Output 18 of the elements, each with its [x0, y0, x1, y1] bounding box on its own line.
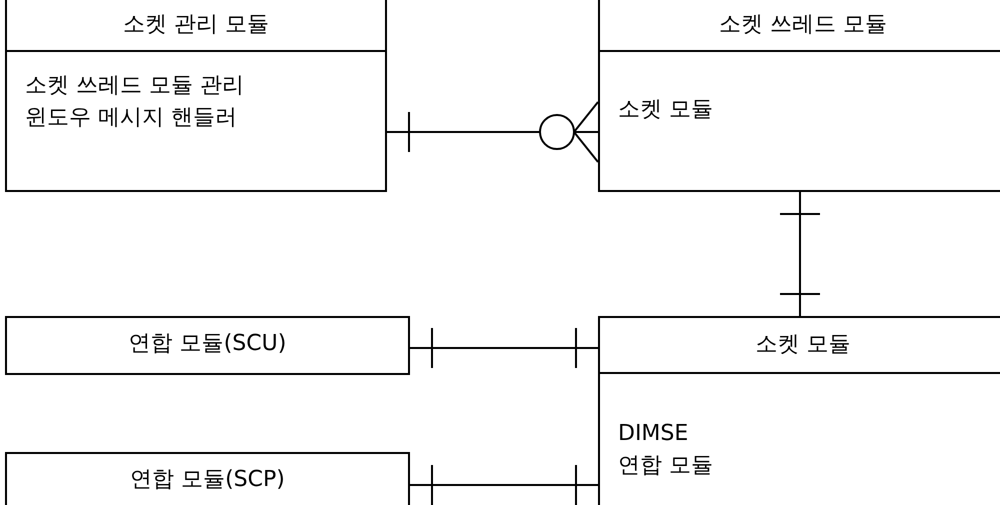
attribute-text: DIMSE	[618, 420, 688, 448]
attribute-text: 연합 모듈	[618, 452, 713, 480]
entity-box	[5, 0, 387, 192]
entity-box	[598, 0, 1000, 192]
entity-title: 소켓 모듈	[756, 331, 850, 359]
entity-title: 연합 모듈(SCP)	[130, 466, 285, 494]
relationship-line	[779, 192, 821, 316]
entity-box	[5, 316, 410, 375]
entity-title: 소켓 쓰레드 모듈	[719, 11, 887, 39]
attribute-text: 윈도우 메시지 핸들러	[25, 104, 237, 132]
entity-title: 소켓 관리 모듈	[123, 11, 269, 39]
relationship-line	[387, 101, 599, 163]
entity-box	[598, 316, 1000, 505]
relationship-line	[410, 464, 598, 505]
relationship-line	[410, 327, 598, 369]
attribute-text: 소켓 쓰레드 모듈 관리	[25, 72, 244, 100]
attribute-text: 소켓 모듈	[618, 96, 713, 124]
entity-title: 연합 모듈(SCU)	[128, 330, 286, 358]
